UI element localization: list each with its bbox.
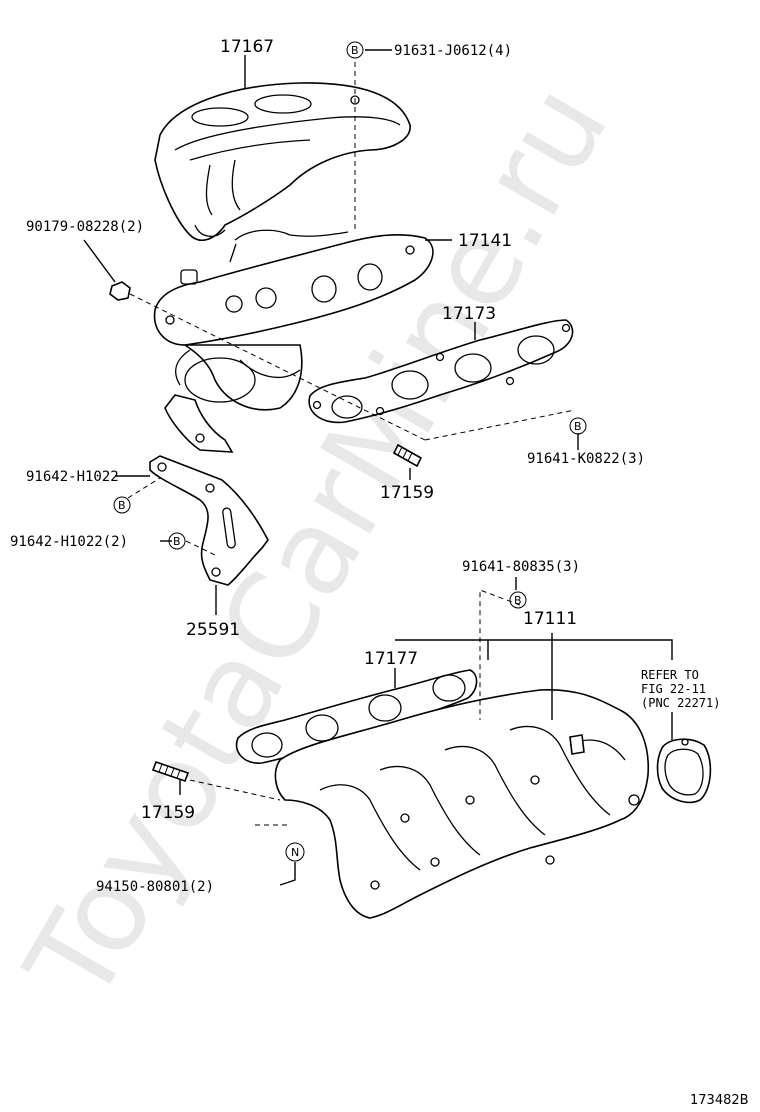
intake-manifold-17111[interactable] [274,689,650,919]
heat-insulator-17167[interactable] [154,82,411,241]
label-91642-h1022-2[interactable]: 91642-H1022(2) [10,534,128,550]
label-90179-08228[interactable]: 90179-08228(2) [26,219,144,235]
svg-text:N: N [291,846,299,859]
label-17177[interactable]: 17177 [364,649,418,669]
throttle-body-gasket[interactable] [656,738,712,804]
label-17141[interactable]: 17141 [458,231,512,251]
label-94150-80801[interactable]: 94150-80801(2) [96,879,214,895]
label-17159-upper[interactable]: 17159 [380,483,434,503]
diagram-id: 173482B [690,1093,749,1108]
label-17173[interactable]: 17173 [442,304,496,324]
label-91641-k0822[interactable]: 91641-K0822(3) [527,451,645,467]
tag-b-91642b: B [168,532,186,550]
label-17111[interactable]: 17111 [523,609,577,629]
svg-text:B: B [351,44,359,57]
refer-to-text: REFER TO [641,668,699,682]
tag-n-94150: N [285,842,305,862]
exhaust-manifold-17141[interactable] [153,229,434,453]
svg-text:B: B [514,594,522,607]
label-91641-80835[interactable]: 91641-80835(3) [462,559,580,575]
stud-17159-upper[interactable] [392,443,423,468]
svg-text:B: B [574,420,582,433]
leader-lines [83,49,673,886]
label-17167[interactable]: 17167 [220,37,274,57]
label-17159-lower[interactable]: 17159 [141,803,195,823]
nut-90179[interactable] [109,281,131,301]
label-91642-h1022[interactable]: 91642-H1022 [26,469,119,485]
tag-b-91641-808: B [509,591,527,609]
tag-b-91641k: B [569,417,587,435]
label-91631-j0612[interactable]: 91631-J0612(4) [394,43,512,59]
bracket-25591[interactable] [149,455,269,586]
tag-b-91642a: B [113,496,131,514]
svg-text:B: B [173,535,181,548]
gasket-17177[interactable] [235,669,478,764]
gasket-17173[interactable] [308,319,574,424]
tag-b-91631: B [346,41,364,59]
label-25591[interactable]: 25591 [186,620,240,640]
refer-fig-text[interactable]: FIG 22-11 [641,682,706,696]
stud-17159-lower[interactable] [151,760,190,783]
svg-text:B: B [118,499,126,512]
refer-pnc-text: (PNC 22271) [641,696,720,710]
